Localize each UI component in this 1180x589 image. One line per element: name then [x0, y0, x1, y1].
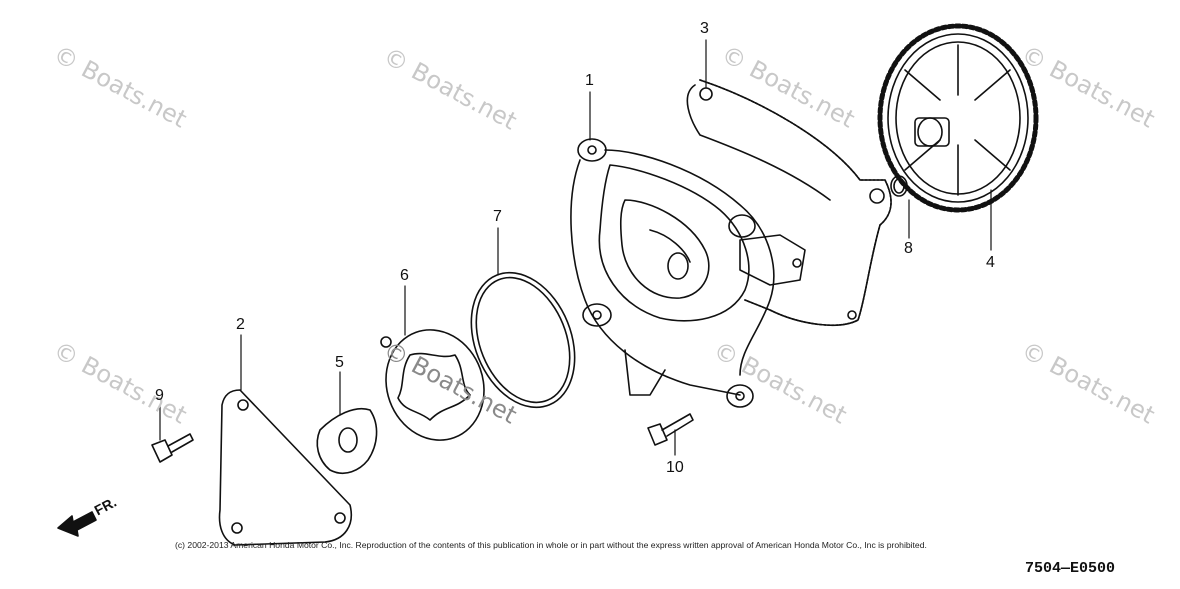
part-4-gear [877, 23, 1039, 213]
callout-9: 9 [155, 387, 164, 404]
part-6-outer-rotor [380, 329, 485, 441]
callout-2: 2 [236, 316, 245, 333]
callout-4: 4 [986, 254, 995, 271]
part-5-inner-rotor [316, 408, 378, 475]
copyright-notice: (c) 2002-2013 American Honda Motor Co., … [175, 540, 927, 550]
figure-code: 7504—E0500 [1025, 560, 1116, 577]
callout-7: 7 [493, 208, 502, 225]
part-7-large-o-ring [470, 271, 576, 409]
part-3-gasket [686, 79, 892, 326]
part-9-bolt [151, 433, 194, 463]
callout-8: 8 [904, 240, 913, 257]
callout-5: 5 [335, 354, 344, 371]
callout-3: 3 [700, 20, 709, 37]
callout-10: 10 [666, 459, 684, 476]
part-10-bolt [647, 413, 694, 446]
part-2-pump-cover [218, 389, 352, 546]
front-arrow-icon [57, 511, 97, 537]
leader-lines [159, 39, 992, 456]
callout-1: 1 [585, 72, 594, 89]
callout-6: 6 [400, 267, 409, 284]
part-1-pump-housing [570, 138, 806, 408]
